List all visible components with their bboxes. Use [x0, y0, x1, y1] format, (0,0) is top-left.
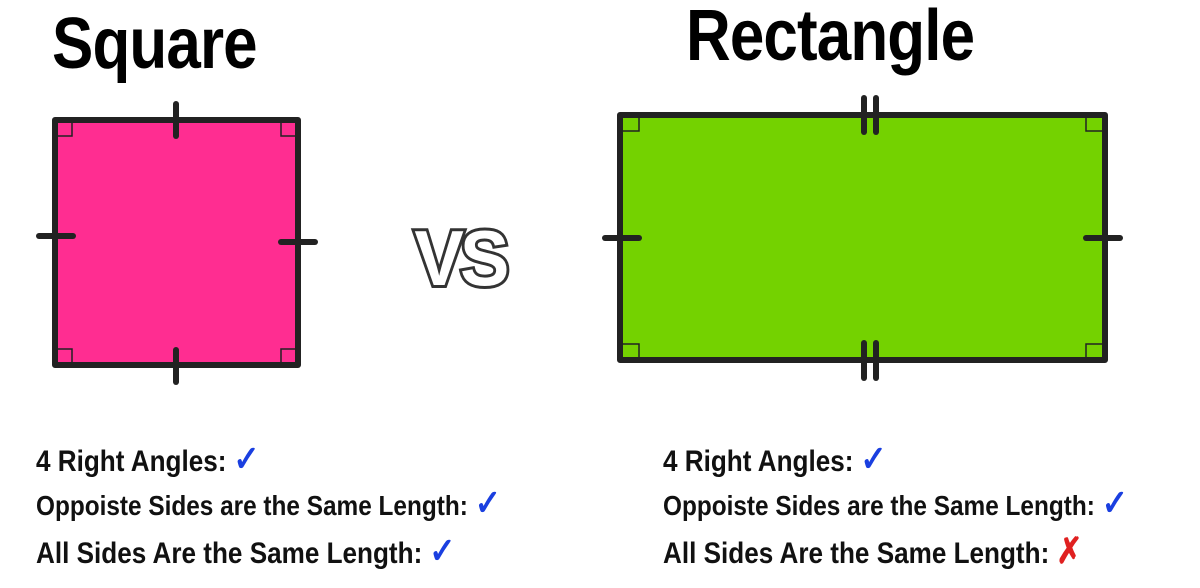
checkmark-icon: ✓	[474, 482, 502, 523]
shapes-diagram: VS	[36, 95, 1123, 385]
square-tick-marks	[36, 101, 318, 385]
square-property-all-sides: All Sides Are the Same Length:✓	[36, 530, 501, 572]
vs-label: VS	[414, 215, 506, 302]
rectangle-properties-list: 4 Right Angles:✓ Oppoiste Sides are the …	[663, 438, 1198, 572]
rectangle-property-all-sides: All Sides Are the Same Length:✗	[663, 530, 1128, 572]
square-properties-list: 4 Right Angles:✓ Oppoiste Sides are the …	[36, 438, 571, 572]
property-label: All Sides Are the Same Length:	[663, 537, 1050, 570]
checkmark-icon: ✓	[860, 438, 887, 479]
square-right-angle-marks	[58, 123, 295, 362]
square-title: Square	[52, 4, 258, 84]
checkmark-icon: ✓	[429, 530, 456, 571]
property-label: All Sides Are the Same Length:	[36, 537, 423, 570]
rectangle-shape	[617, 112, 1108, 363]
rectangle-title: Rectangle	[686, 0, 975, 76]
property-label: 4 Right Angles:	[663, 445, 854, 478]
square-figure	[36, 101, 318, 385]
rectangle-right-angle-marks	[623, 118, 1102, 357]
property-label: Oppoiste Sides are the Same Length:	[36, 490, 468, 521]
property-label: 4 Right Angles:	[36, 445, 227, 478]
rectangle-property-right-angles: 4 Right Angles:✓	[663, 438, 1128, 480]
rectangle-tick-marks	[602, 95, 1123, 381]
square-property-right-angles: 4 Right Angles:✓	[36, 438, 501, 480]
rectangle-figure	[602, 95, 1123, 381]
cross-mark-icon: ✗	[1056, 530, 1083, 571]
property-label: Oppoiste Sides are the Same Length:	[663, 490, 1095, 521]
checkmark-icon: ✓	[1101, 482, 1129, 523]
checkmark-icon: ✓	[233, 438, 260, 479]
rectangle-property-opposite-sides: Oppoiste Sides are the Same Length:✓	[663, 482, 1128, 524]
square-shape	[52, 117, 301, 368]
square-property-opposite-sides: Oppoiste Sides are the Same Length:✓	[36, 482, 501, 524]
